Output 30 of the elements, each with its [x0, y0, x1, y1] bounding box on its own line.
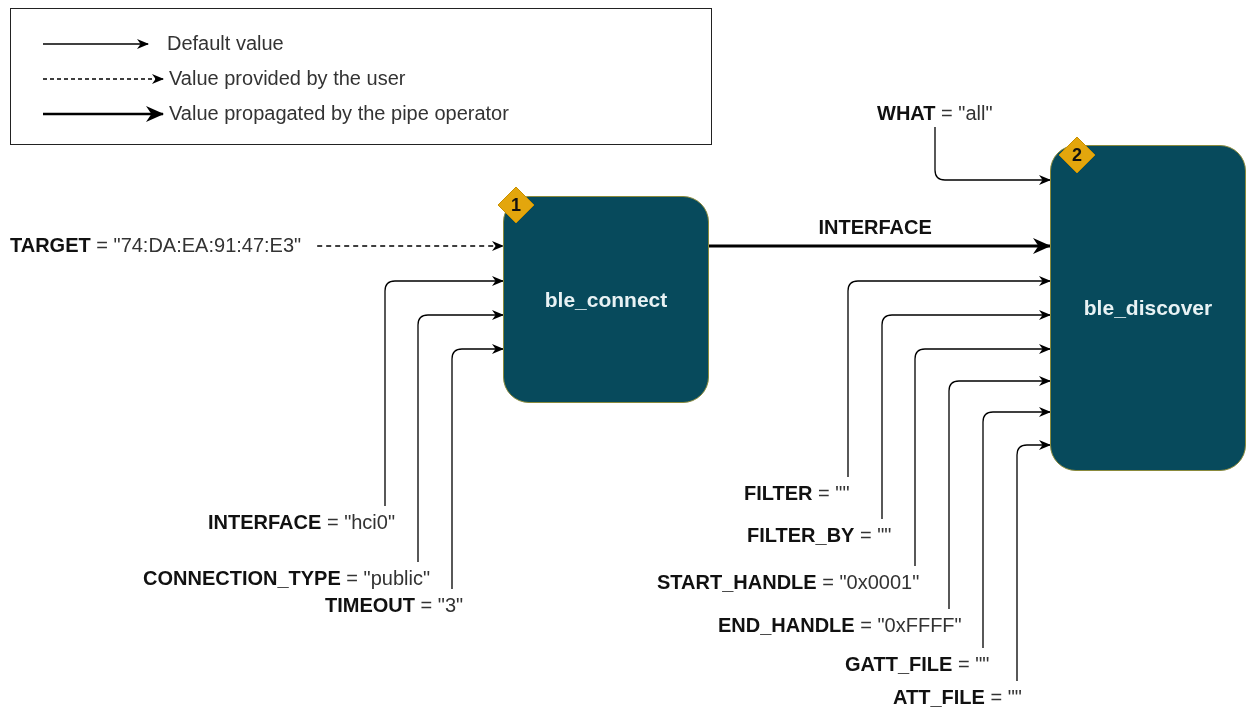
- process-box: [503, 196, 709, 403]
- legend-text: Value propagated by the pipe operator: [169, 102, 509, 125]
- legend-text: Value provided by the user: [169, 67, 406, 90]
- parameter-label: END_HANDLE = "0xFFFF": [718, 613, 962, 637]
- arrow: [384, 276, 504, 507]
- parameter-label: FILTER = "": [744, 481, 850, 505]
- arrow: [847, 276, 1051, 478]
- parameter-label: INTERFACE = "hci0": [208, 510, 396, 534]
- parameter-label: ATT_FILE = "": [893, 685, 1022, 709]
- arrow: [417, 310, 504, 563]
- arrow: [982, 407, 1051, 649]
- arrow: [881, 310, 1051, 520]
- arrow: [914, 344, 1051, 567]
- arrow: [1016, 440, 1051, 682]
- process-name: ble_connect: [544, 287, 668, 312]
- parameter-label: WHAT = "all": [877, 101, 993, 125]
- parameter-label: FILTER_BY = "": [747, 523, 892, 547]
- arrow: [451, 344, 504, 590]
- arrow: [316, 241, 504, 251]
- arrow: [948, 376, 1051, 610]
- parameter-label: GATT_FILE = "": [845, 652, 990, 676]
- parameter-label: START_HANDLE = "0x0001": [657, 570, 920, 594]
- legend-text: Default value: [167, 32, 284, 55]
- process-name: ble_discover: [1083, 296, 1213, 320]
- parameter-label: TIMEOUT = "3": [325, 593, 464, 617]
- parameter-label: TARGET = "74:DA:EA:91:47:E3": [10, 233, 302, 257]
- parameter-label: CONNECTION_TYPE = "public": [143, 566, 431, 590]
- arrow: [709, 238, 1051, 254]
- process-box: [1050, 145, 1246, 471]
- arrow: [934, 126, 1051, 185]
